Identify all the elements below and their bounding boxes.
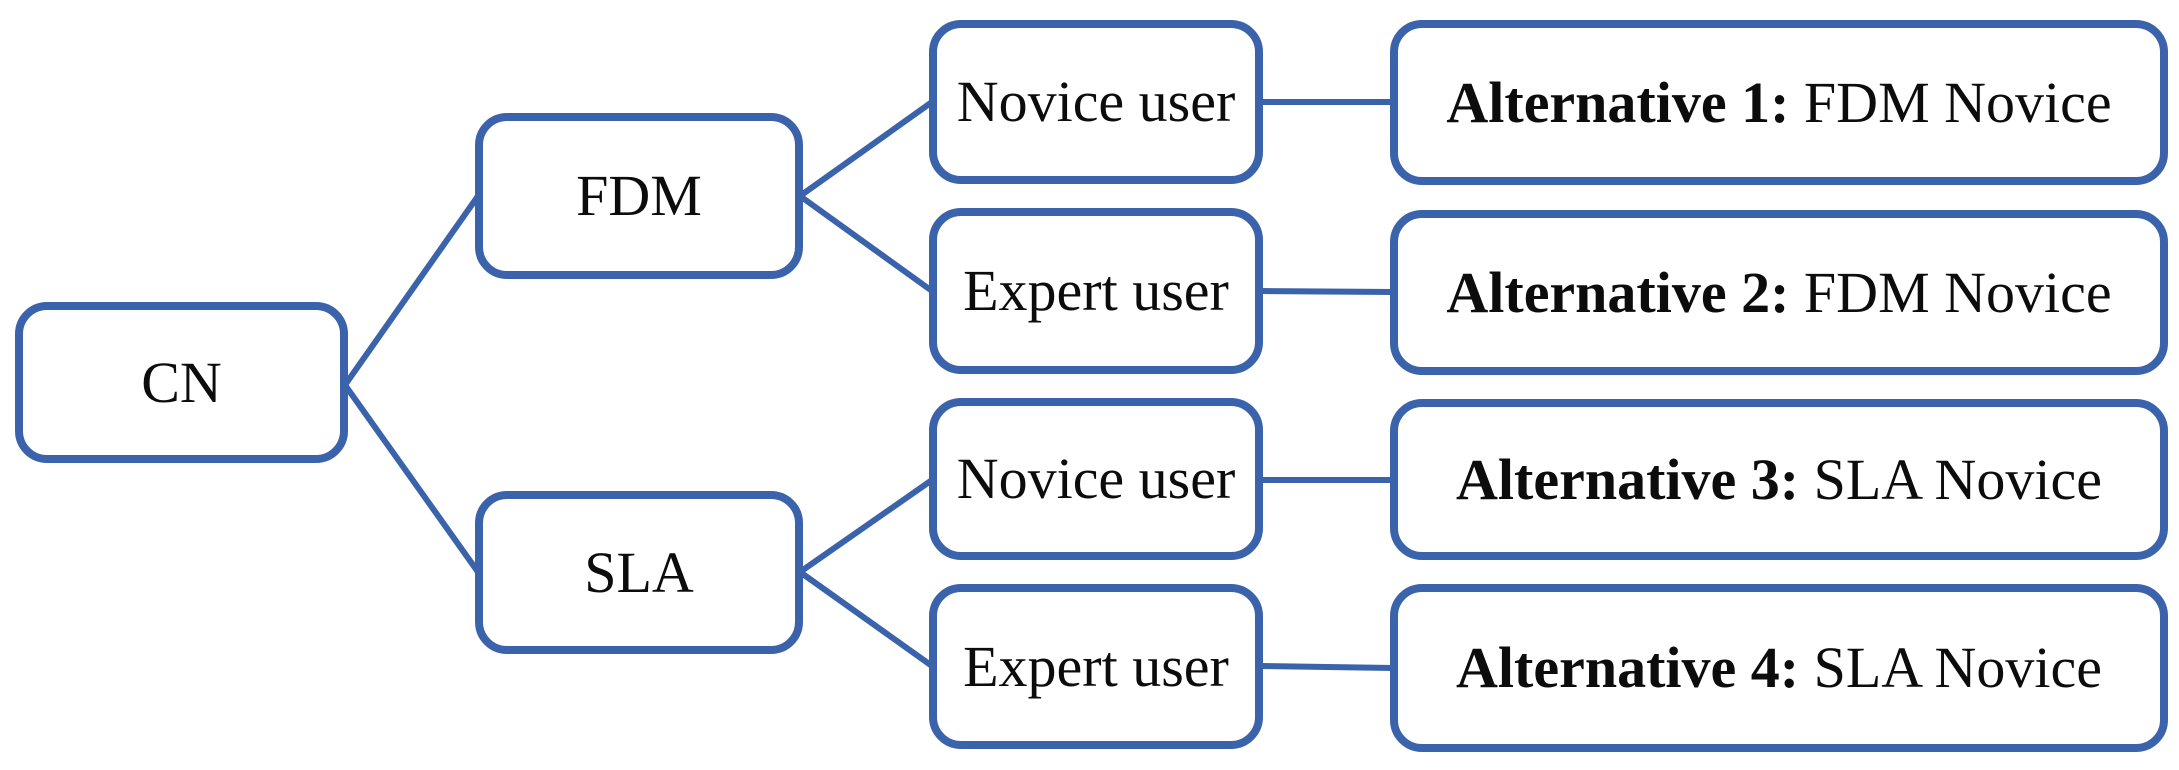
node-fdm-novice-user-label: Novice user — [956, 69, 1236, 134]
alternative-1-text: FDM Novice — [1803, 69, 2112, 135]
edge-sla-novice — [797, 477, 935, 575]
node-sla-novice-user: Novice user — [929, 398, 1263, 560]
node-cn: CN — [15, 302, 348, 463]
node-fdm: FDM — [475, 113, 803, 279]
node-fdm-expert-user-label: Expert user — [963, 258, 1229, 323]
edge-cn-fdm — [342, 193, 481, 388]
node-fdm-novice-user: Novice user — [929, 20, 1263, 184]
alternative-4-prefix: Alternative 4: — [1456, 635, 1800, 700]
alternative-2-text: FDM Novice — [1803, 259, 2112, 325]
node-alternative-3: Alternative 3: SLA Novice — [1390, 399, 2168, 560]
edge-sla-expert — [797, 569, 935, 669]
edge-fdm-expert — [797, 193, 935, 294]
node-sla-expert-user: Expert user — [929, 584, 1263, 749]
node-fdm-expert-user: Expert user — [929, 208, 1263, 374]
edge-fdm-novice — [797, 99, 935, 199]
edge-expert2-alt4 — [1257, 663, 1396, 671]
alternative-1-prefix: Alternative 1: — [1446, 69, 1790, 135]
node-cn-label: CN — [141, 349, 222, 415]
node-fdm-label: FDM — [576, 163, 702, 228]
node-alternative-2: Alternative 2: FDM Novice — [1390, 210, 2168, 375]
edge-expert1-alt2 — [1257, 288, 1396, 295]
node-sla-novice-user-label: Novice user — [956, 446, 1236, 511]
node-sla-expert-user-label: Expert user — [963, 633, 1229, 699]
alternative-3-prefix: Alternative 3: — [1456, 446, 1800, 512]
node-sla-label: SLA — [584, 539, 694, 605]
alternative-3-text: SLA Novice — [1813, 446, 2102, 512]
node-alternative-1: Alternative 1: FDM Novice — [1390, 20, 2168, 185]
node-sla: SLA — [475, 491, 803, 654]
edge-cn-sla — [342, 382, 481, 575]
alternative-2-prefix: Alternative 2: — [1446, 259, 1790, 325]
alternative-4-text: SLA Novice — [1813, 635, 2102, 700]
node-alternative-4: Alternative 4: SLA Novice — [1390, 584, 2168, 752]
